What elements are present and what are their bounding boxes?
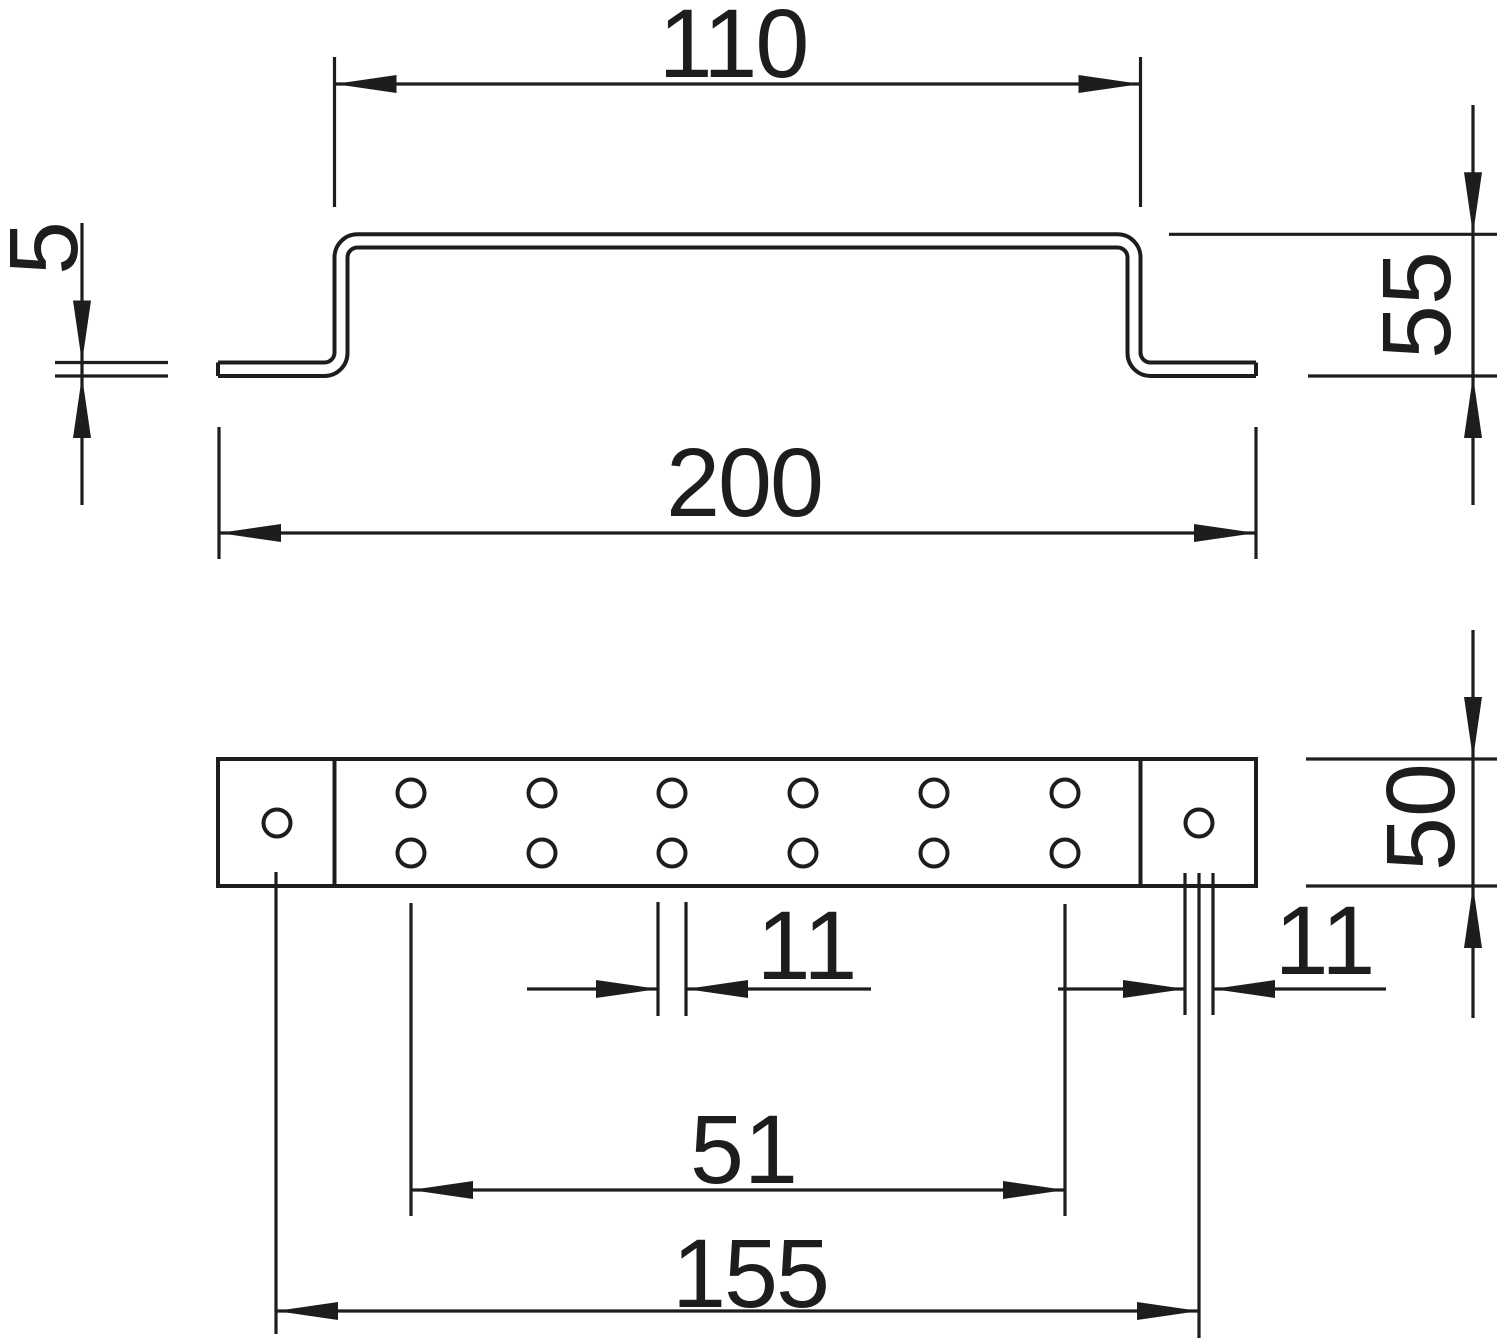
svg-text:110: 110 [659, 0, 808, 98]
svg-text:5: 5 [0, 221, 98, 275]
svg-text:55: 55 [1362, 251, 1471, 359]
svg-text:11: 11 [757, 891, 858, 1000]
svg-text:11: 11 [1275, 886, 1376, 995]
svg-text:155: 155 [672, 1219, 828, 1328]
svg-text:200: 200 [666, 428, 822, 537]
svg-text:51: 51 [690, 1095, 798, 1204]
svg-text:50: 50 [1366, 763, 1475, 871]
